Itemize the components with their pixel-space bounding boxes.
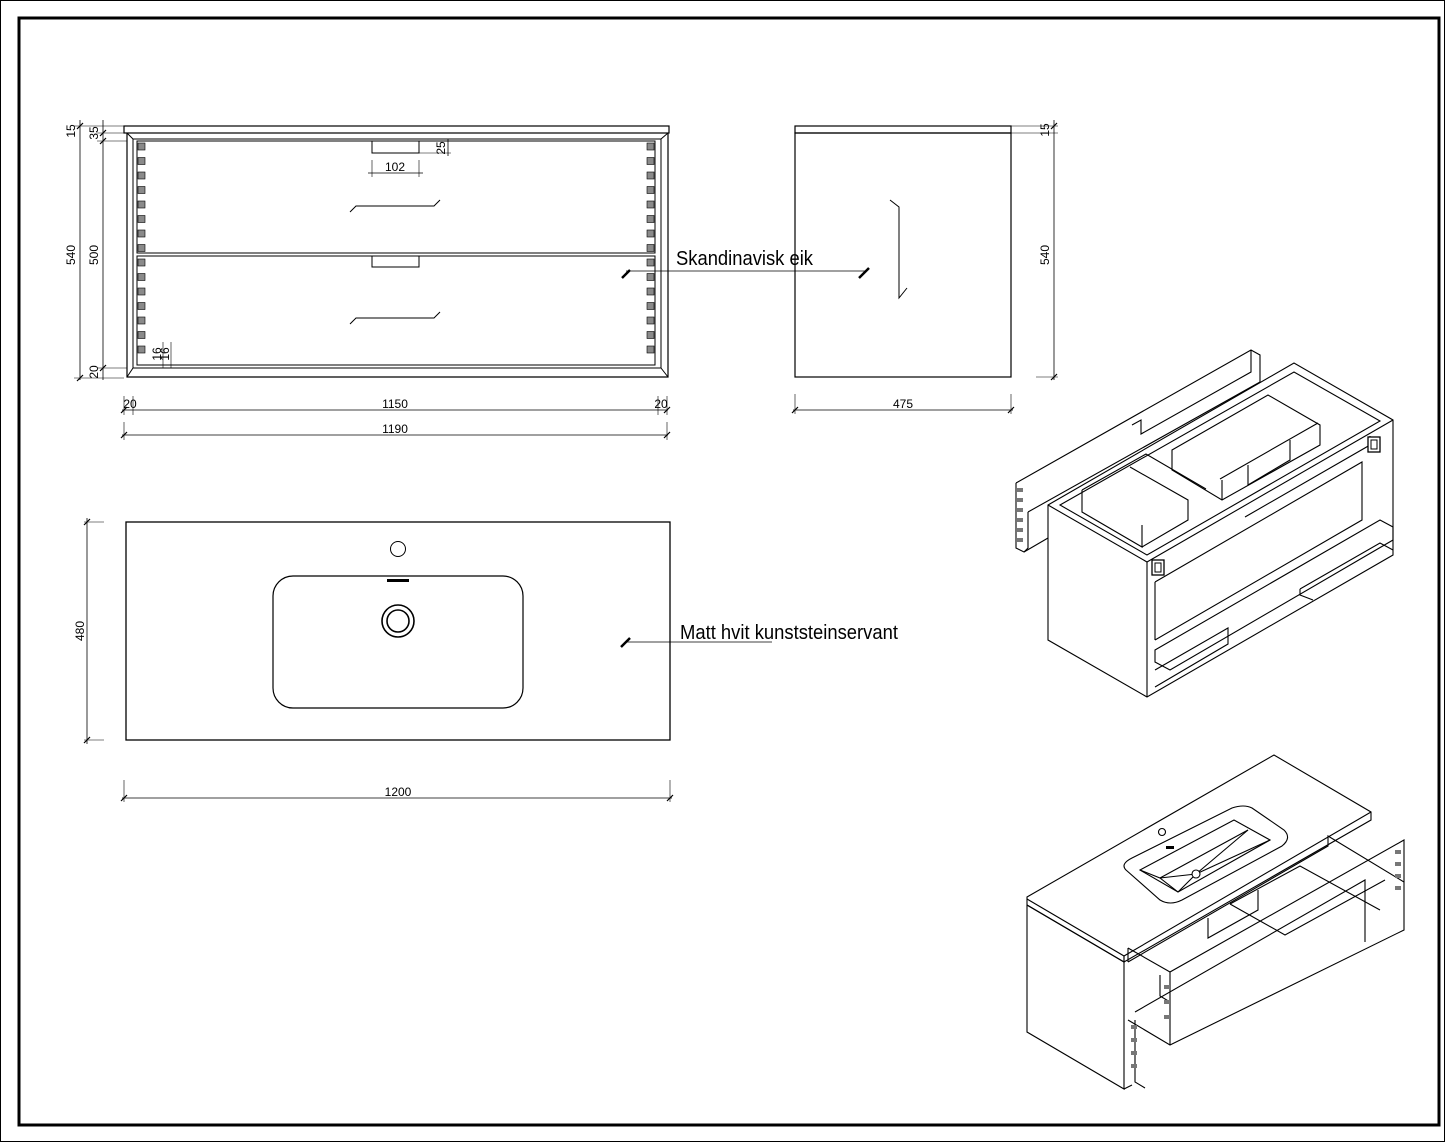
finger-joint: [137, 345, 146, 354]
drain-inner: [386, 609, 410, 633]
finger-joint: [646, 331, 655, 339]
drain-outer: [381, 604, 415, 638]
front-view-dimensions: 15 35 540 500 20 25 102 16 16 20 1150 20…: [64, 120, 671, 440]
basin-bowl: [272, 575, 524, 709]
finger-joint: [646, 345, 655, 354]
finger-joint: [646, 186, 655, 194]
dim-front-height: 500: [87, 245, 101, 265]
side-dim-top-thickness: 15: [1038, 123, 1052, 137]
finger-joints-right: [646, 142, 655, 354]
finger-joint: [137, 229, 146, 238]
finger-joints-left: [137, 142, 146, 354]
side-view: [794, 125, 1012, 378]
finger-joint: [137, 258, 146, 267]
overflow-slot: [387, 579, 409, 582]
finger-joint: [646, 258, 655, 267]
finger-joint: [646, 171, 655, 180]
finger-joint: [137, 142, 146, 151]
dim-top-gap: 35: [87, 126, 101, 140]
finger-joint: [137, 302, 146, 310]
dim-inner-width: 1150: [382, 397, 408, 411]
dim-joint-b: 16: [158, 347, 172, 361]
finger-joint: [646, 287, 655, 296]
dim-handle-width: 102: [385, 160, 405, 174]
label-finish-basin: Matt hvit kunststeinservant: [680, 622, 898, 644]
isometric-cabinet-basin: [1026, 754, 1405, 1090]
finger-joint: [137, 273, 146, 281]
finger-joint: [137, 287, 146, 296]
side-dim-depth: 475: [893, 397, 913, 411]
top-dim-width: 1200: [385, 785, 412, 799]
finger-joint: [137, 171, 146, 180]
dim-side-left: 20: [123, 397, 137, 411]
finger-joint: [137, 186, 146, 194]
tap-hole: [390, 541, 406, 557]
finger-joint: [646, 244, 655, 252]
finger-joint: [137, 200, 146, 209]
finger-joint: [137, 316, 146, 325]
finger-joint: [137, 157, 146, 165]
finger-joint: [137, 244, 146, 252]
front-view: [123, 125, 870, 378]
finger-joint: [137, 215, 146, 223]
dim-side-right: 20: [654, 397, 668, 411]
finger-joint: [137, 331, 146, 339]
dim-top-thickness: 15: [64, 124, 78, 138]
side-dim-height: 540: [1038, 245, 1052, 265]
top-view-basin: [125, 521, 772, 741]
finger-joint: [646, 142, 655, 151]
finger-joint: [646, 215, 655, 223]
top-view-dimensions: 480 1200: [73, 518, 674, 802]
label-finish-wood: Skandinavisk eik: [676, 248, 814, 270]
finger-joint: [646, 273, 655, 281]
dim-total-width: 1190: [382, 422, 408, 436]
dim-handle-depth: 25: [434, 141, 448, 155]
dim-joint-a: 16: [150, 347, 164, 361]
side-view-dimensions: 15 540 475: [791, 120, 1058, 414]
dim-total-height: 540: [64, 245, 78, 265]
finger-joint: [646, 229, 655, 238]
finger-joint: [646, 302, 655, 310]
finger-joint: [646, 200, 655, 209]
finger-joint: [646, 157, 655, 165]
isometric-cabinet-open: [1015, 349, 1394, 698]
finger-joint: [646, 316, 655, 325]
dim-bottom-gap: 20: [87, 365, 101, 379]
top-dim-depth: 480: [73, 621, 87, 641]
